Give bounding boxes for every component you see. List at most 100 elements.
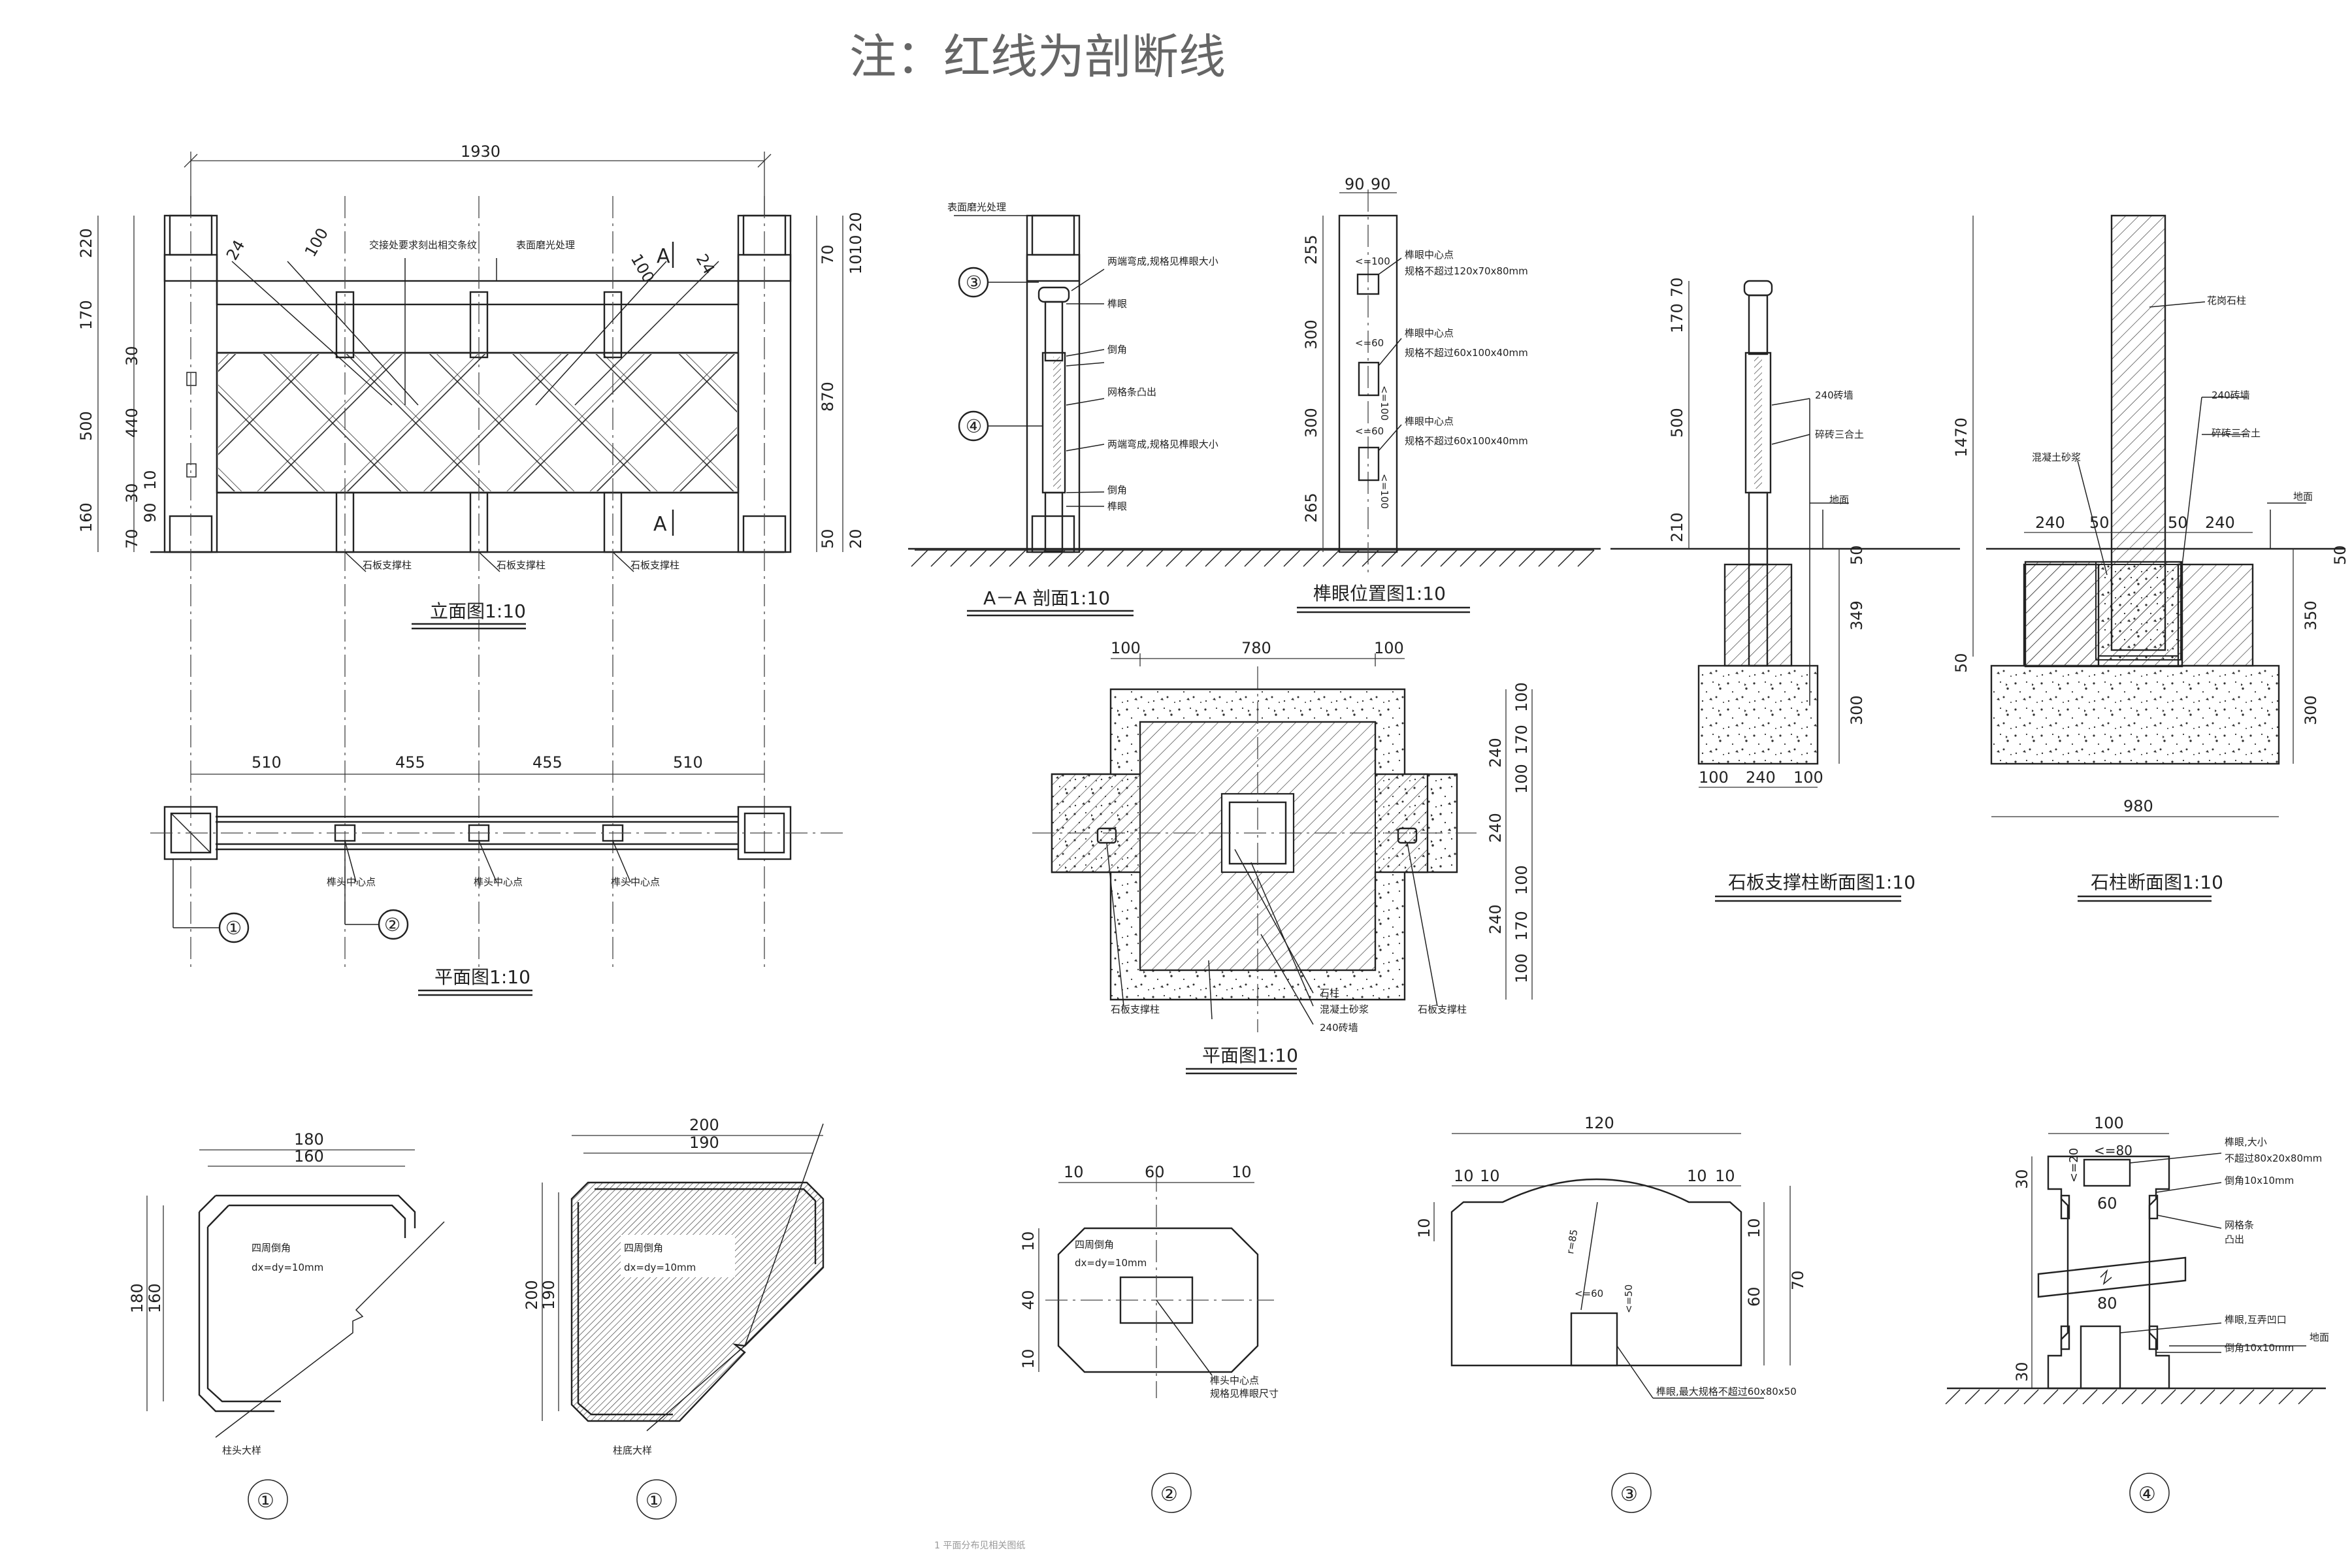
note-cross-stripe: 交接处要求刻出相交条纹 [369, 239, 477, 251]
st-dim-m-1: 50 [2089, 514, 2110, 532]
st-dim-m-0: 240 [2035, 514, 2065, 532]
d1a-dim-left-1: 160 [146, 1283, 164, 1313]
aa-note-3: 倒角 [1107, 344, 1127, 355]
fp-dim-r-2: 240 [1486, 738, 1505, 768]
plan-callout-2: ② [384, 914, 400, 936]
dim-right-3: 10 [847, 254, 865, 274]
sp-dim-l-1: 70 [1668, 277, 1686, 297]
mp-dim-left-0: 255 [1302, 235, 1320, 265]
d4-inner-0: <=80 [2094, 1143, 2132, 1158]
mp-note-5: 规格不超过60x100x40mm [1405, 435, 1528, 447]
fp-note-1: 石柱 [1320, 987, 1339, 999]
dim-left-0: 220 [77, 228, 95, 258]
fp-dim-top-0: 100 [1111, 639, 1141, 657]
mp-small-2: <=100 [1379, 385, 1390, 421]
sp-dim-l-0: 170 [1668, 303, 1686, 333]
plan-dim-1: 455 [395, 753, 425, 772]
d1a-chamfer-0: 四周倒角 [252, 1242, 291, 1254]
mp-dim-top-0: 90 [1345, 175, 1365, 193]
d1b-chamfer-0: 四周倒角 [624, 1242, 663, 1254]
d1a-dim-left-0: 180 [128, 1283, 146, 1313]
dim-left-3: 500 [77, 411, 95, 441]
dim-left-4: 440 [123, 408, 141, 438]
aa-note-5: 两端弯成,规格见榫眼大小 [1107, 438, 1218, 450]
aa-note-4: 网格条凸出 [1107, 386, 1156, 398]
detail-2-view: 10 60 10 10 40 10 四周倒角 dx=dy=10mm 榫头中心点 … [1019, 1163, 1279, 1513]
mortise-position-view: 90 90 255 300 300 265 榫眼中心点 规格不超过120x70x… [1297, 175, 1528, 613]
d4-dim-left-1: 30 [2013, 1362, 2031, 1382]
d3-small-0: <=60 [1575, 1288, 1603, 1299]
aa-callout-4: ④ [966, 416, 982, 437]
sp-note-0: 240砖墙 [1815, 389, 1854, 401]
detail-4-view: 100 30 30 <=80 <=20 60 80 榫眼 [1945, 1114, 2329, 1513]
dim-right-4: 870 [819, 382, 837, 412]
dim-right-5: 50 [819, 529, 837, 549]
d3-radius: r=85 [1564, 1228, 1580, 1254]
st-note-4: 地面 [2293, 491, 2313, 502]
d2-chamfer-0: 四周倒角 [1075, 1239, 1114, 1250]
st-dim-bottom: 980 [2123, 797, 2153, 815]
sp-dim-b-2: 100 [1793, 768, 1823, 787]
diag-dim-3: 24 [693, 251, 719, 277]
d4-callout: ④ [2138, 1483, 2156, 1506]
st-title: 石柱断面图1:10 [2091, 872, 2223, 893]
dim-left-8: 90 [141, 502, 159, 523]
sp-dim-r-0: 50 [1848, 545, 1866, 565]
aa-note-6: 倒角 [1107, 484, 1127, 496]
mp-dim-top-1: 90 [1371, 175, 1391, 193]
post-label-3: 石板支撑柱 [630, 559, 679, 571]
aa-title: A－A 剖面1:10 [983, 587, 1110, 609]
post-label-1: 石板支撑柱 [363, 559, 412, 571]
plan-note-1: 榫头中心点 [474, 876, 523, 888]
st-dim-l-0: 1470 [1952, 417, 1970, 457]
dim-right-6: 20 [847, 529, 865, 549]
mp-dim-left-1: 300 [1302, 319, 1320, 350]
mp-note-2: 榫眼中心点 [1405, 327, 1454, 339]
aa-note-1: 两端弯成,规格见榫眼大小 [1107, 255, 1218, 267]
d2-note-1: 规格见榫眼尺寸 [1210, 1388, 1279, 1399]
mp-note-1: 规格不超过120x70x80mm [1405, 265, 1528, 277]
sp-title: 石板支撑柱断面图1:10 [1728, 872, 1916, 893]
fp-dim-r-7: 170 [1512, 911, 1531, 941]
fp-dim-top-1: 780 [1241, 639, 1271, 657]
d2-dim-top-0: 10 [1064, 1163, 1084, 1181]
section-mark-a-top: A [657, 245, 670, 268]
aa-note-2: 榫眼 [1107, 298, 1127, 310]
elevation-overall-width: 1930 [461, 142, 500, 161]
d1a-caption: 柱头大样 [222, 1445, 261, 1456]
sp-dim-r-2: 300 [1848, 695, 1866, 725]
d3-dim-sub-2: 10 [1687, 1167, 1707, 1185]
fp-note-3: 240砖墙 [1320, 1022, 1358, 1034]
dim-left-1: 170 [77, 300, 95, 330]
st-note-2: 碎砖三合土 [2212, 427, 2261, 439]
mp-small-0: <=100 [1355, 255, 1390, 267]
d3-dim-right-0: 10 [1745, 1218, 1763, 1238]
d1a-chamfer-1: dx=dy=10mm [252, 1262, 323, 1273]
sp-dim-l-3: 210 [1668, 512, 1686, 542]
d4-note-1: 不超过80x20x80mm [2225, 1152, 2322, 1164]
st-dim-m-3: 240 [2205, 514, 2235, 532]
d4-inner-1: <=20 [2067, 1148, 2081, 1183]
d3-dim-sub-0: 10 [1454, 1167, 1474, 1185]
d1a-dim-top-0: 180 [294, 1130, 324, 1149]
d4-note-6: 倒角10x10mm [2225, 1342, 2294, 1354]
d3-dim-sub-1: 10 [1480, 1167, 1500, 1185]
foundation-plan-view: 100 780 100 100 170 240 100 240 100 240 … [1032, 639, 1533, 1075]
plan-callout-1: ① [225, 917, 242, 939]
d4-inner-2: 60 [2097, 1194, 2117, 1213]
mp-note-3: 规格不超过60x100x40mm [1405, 347, 1528, 359]
d2-dim-top-2: 10 [1232, 1163, 1252, 1181]
section-mark-a-bottom: A [653, 513, 667, 536]
plan-dim-0: 510 [252, 753, 282, 772]
fp-dim-r-6: 240 [1486, 904, 1505, 934]
mp-title: 榫眼位置图1:10 [1313, 583, 1446, 604]
fp-note-2: 混凝土砂浆 [1320, 1004, 1369, 1015]
sp-dim-b-1: 240 [1746, 768, 1776, 787]
d2-chamfer-1: dx=dy=10mm [1075, 1257, 1147, 1269]
d2-dim-left-0: 10 [1019, 1231, 1037, 1251]
sp-note-2: 地面 [1829, 494, 1849, 506]
st-dim-r-0: 50 [2331, 545, 2349, 565]
aa-note-7: 榫眼 [1107, 500, 1127, 512]
d2-note-0: 榫头中心点 [1210, 1375, 1259, 1386]
mp-small-4: <=100 [1379, 474, 1390, 509]
